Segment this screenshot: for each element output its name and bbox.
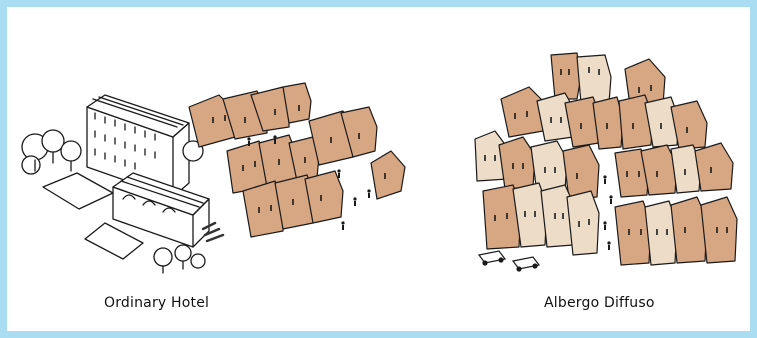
ordinary-hotel-illustration <box>13 47 251 277</box>
stairs <box>203 223 223 241</box>
albergo-diffuso-illustration <box>465 47 749 282</box>
ordinary-hotel-sketch <box>13 47 413 277</box>
parked-cars <box>479 251 539 271</box>
hotel-lower-wing <box>113 173 209 247</box>
people-figures <box>603 175 612 250</box>
garden-plot <box>43 173 113 209</box>
caption-ordinary-hotel: Ordinary Hotel <box>104 295 209 311</box>
albergo-diffuso-sketch <box>465 47 749 282</box>
caption-albergo-diffuso: Albergo Diffuso <box>544 295 655 311</box>
scattered-houses <box>189 83 405 237</box>
courtyard <box>85 223 143 259</box>
village-houses <box>475 53 737 265</box>
